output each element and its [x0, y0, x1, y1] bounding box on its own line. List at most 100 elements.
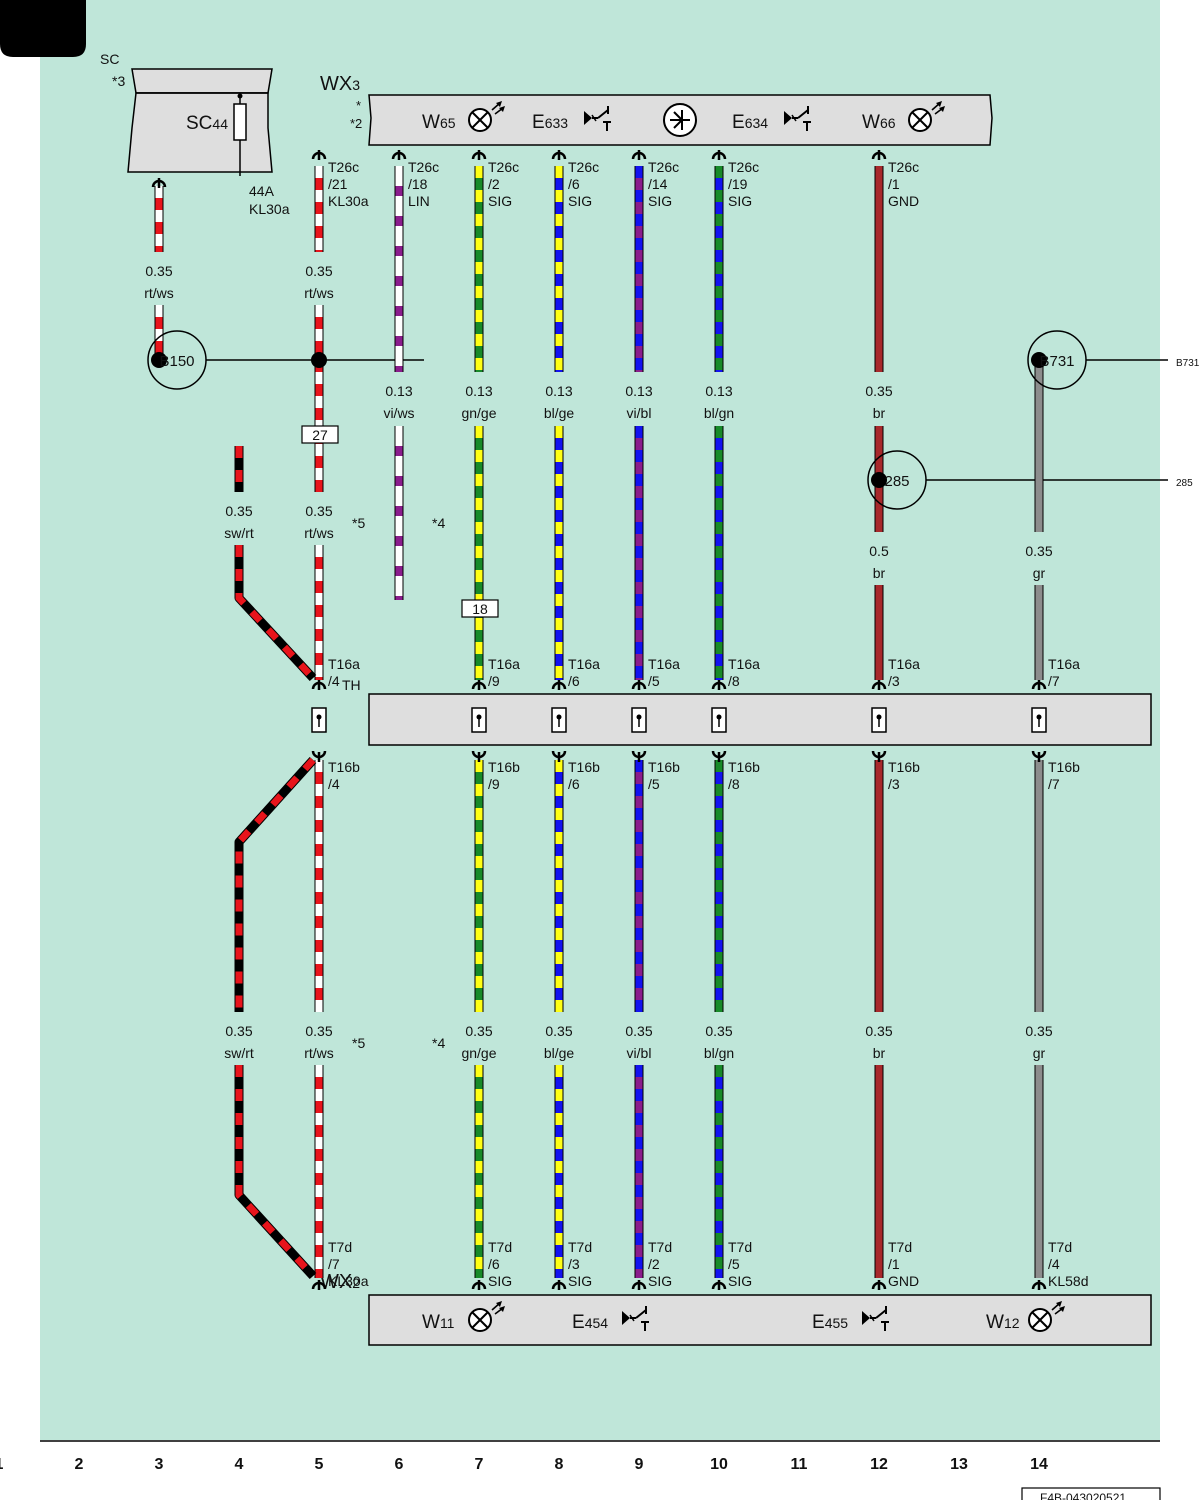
- connector-b731-ref: B731: [1176, 358, 1200, 369]
- pin-label: /4: [328, 776, 340, 792]
- column-number: 2: [75, 1456, 84, 1473]
- pin-label: /9: [488, 776, 500, 792]
- wx3-note-2: *2: [350, 116, 362, 131]
- pin-label: T26c: [488, 159, 519, 175]
- pin-label: T16b: [488, 759, 520, 775]
- wire-size-label: 0.13: [545, 383, 572, 399]
- wire-color-label: br: [873, 565, 886, 581]
- ref-box-18: [461, 599, 499, 618]
- wire-color-label: vi/bl: [627, 1045, 652, 1061]
- wire-sw-rt-stripe: [235, 1065, 316, 1279]
- note-star-4: *4: [432, 1035, 445, 1051]
- wire-size-label: 0.35: [865, 383, 892, 399]
- wire-color-label: bl/ge: [544, 1045, 575, 1061]
- pin-label: /14: [648, 176, 668, 192]
- pin-label: T16a: [648, 656, 680, 672]
- pin-label: /5: [648, 776, 660, 792]
- wire-color-label: gr: [1033, 1045, 1046, 1061]
- pin-label: SIG: [488, 193, 512, 209]
- pin-label: SIG: [488, 1273, 512, 1289]
- pin-label: SIG: [568, 1273, 592, 1289]
- terminal-icon: [876, 714, 882, 720]
- terminal-icon: [716, 714, 722, 720]
- pin-label: T16b: [568, 759, 600, 775]
- ref-box-18-label: 18: [472, 601, 488, 617]
- component-e634-label: E634: [732, 112, 768, 133]
- wire-color-label: sw/rt: [224, 1045, 254, 1061]
- pin-label: /18: [408, 176, 428, 192]
- fuse-sc44-label: SC44: [186, 113, 228, 134]
- wire-color-label: br: [873, 405, 886, 421]
- note-star-5: *5: [352, 1035, 365, 1051]
- wx3-label: WX3: [320, 73, 360, 95]
- pin-label: KL58d: [1048, 1273, 1088, 1289]
- pin-44a: 44A: [249, 183, 275, 199]
- component-e455-label: E455: [812, 1312, 848, 1333]
- connector-285-label: 285: [884, 473, 909, 490]
- wire-color-label: bl/gn: [704, 1045, 734, 1061]
- wx2-label: WX2: [320, 1271, 360, 1293]
- wire-color-label: gn/ge: [461, 405, 496, 421]
- pin-label: SIG: [648, 193, 672, 209]
- wire-size-label: 0.35: [305, 503, 332, 519]
- wire-size-label: 0.35: [305, 263, 332, 279]
- pin-label: T7d: [328, 1239, 352, 1255]
- pin-label: T16b: [648, 759, 680, 775]
- pin-label: T16a: [568, 656, 600, 672]
- pin-label: T16a: [888, 656, 920, 672]
- ref-box-27-label: 27: [312, 427, 328, 443]
- note-star-4: *4: [432, 515, 445, 531]
- th-label: TH: [342, 677, 361, 693]
- wire-color-label: br: [873, 1045, 886, 1061]
- wire-size-label: 0.13: [625, 383, 652, 399]
- pin-kl30a: KL30a: [249, 201, 290, 217]
- splice-dot: [871, 472, 887, 488]
- pin-label: /3: [888, 673, 900, 689]
- column-number: 8: [555, 1456, 564, 1473]
- terminal-icon: [636, 714, 642, 720]
- column-number: 1: [0, 1456, 4, 1473]
- column-number: 6: [395, 1456, 404, 1473]
- pin-label: T7d: [728, 1239, 752, 1255]
- component-w66-label: W66: [862, 112, 896, 133]
- wire-color-label: bl/gn: [704, 405, 734, 421]
- column-number: 11: [791, 1456, 808, 1473]
- splice-dot: [311, 352, 327, 368]
- column-number: 10: [710, 1456, 728, 1473]
- wire-color-label: rt/ws: [144, 285, 174, 301]
- pin-label: T26c: [408, 159, 439, 175]
- fuse-icon: [233, 93, 247, 176]
- column-number: 4: [235, 1456, 244, 1473]
- pin-label: T16b: [728, 759, 760, 775]
- pin-label: T16a: [488, 656, 520, 672]
- wire-color-label: vi/bl: [627, 405, 652, 421]
- pin-label: /7: [1048, 673, 1060, 689]
- splice-dot: [1031, 352, 1047, 368]
- wire-sw-rt-stripe: [235, 757, 316, 1012]
- ref-box-27: [301, 425, 339, 444]
- pin-label: /3: [568, 1256, 580, 1272]
- pin-label: T16a: [728, 656, 760, 672]
- splice-dot: [151, 352, 167, 368]
- column-number: 12: [870, 1456, 888, 1473]
- wire-size-label: 0.35: [865, 1023, 892, 1039]
- pin-label: KL30a: [328, 1273, 369, 1289]
- component-w11-label: W11: [422, 1312, 455, 1333]
- pin-label: T16a: [1048, 656, 1080, 672]
- wire-color-label: bl/ge: [544, 405, 575, 421]
- wire-color-label: rt/ws: [304, 1045, 334, 1061]
- module-th: [368, 693, 1152, 746]
- pin-label: SIG: [728, 1273, 752, 1289]
- pin-label: T26c: [568, 159, 599, 175]
- pin-label: /4: [1048, 1256, 1060, 1272]
- pin-label: T7d: [488, 1239, 512, 1255]
- wire-color-label: sw/rt: [224, 525, 254, 541]
- wire-color-label: rt/ws: [304, 285, 334, 301]
- pin-label: T16b: [888, 759, 920, 775]
- dimmer-icon: [663, 103, 697, 137]
- column-number: 7: [475, 1456, 484, 1473]
- pin-label: T7d: [1048, 1239, 1072, 1255]
- pin-label: /5: [728, 1256, 740, 1272]
- terminal-icon: [316, 714, 322, 720]
- component-w65-label: W65: [422, 112, 456, 133]
